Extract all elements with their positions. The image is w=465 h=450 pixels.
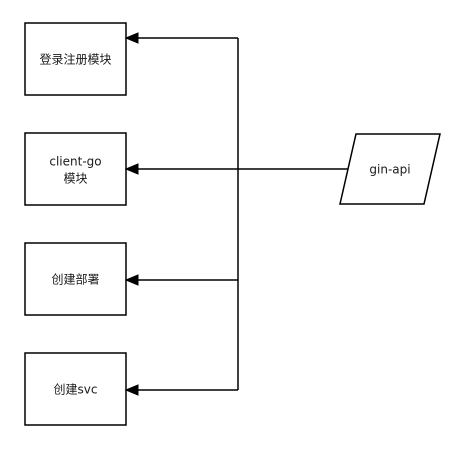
- node-create-deployment-label: 创建部署: [51, 272, 99, 287]
- node-gin-api-label: gin-api: [369, 163, 410, 177]
- node-create-svc-label: 创建svc: [54, 383, 98, 397]
- node-gin-api[interactable]: gin-api: [339, 133, 441, 205]
- node-login-module[interactable]: 登录注册模块: [24, 22, 127, 96]
- node-create-deployment[interactable]: 创建部署: [24, 242, 127, 316]
- node-create-svc[interactable]: 创建svc: [24, 352, 127, 426]
- arrowhead-client-go: [124, 163, 139, 175]
- node-login-module-label: 登录注册模块: [39, 52, 111, 67]
- arrowhead-login: [124, 32, 139, 44]
- arrowheads: [124, 32, 139, 396]
- node-client-go-label-line1: client-go: [49, 155, 101, 169]
- node-client-go-label-line2: 模块: [63, 172, 87, 186]
- node-client-go-module[interactable]: client-go 模块: [24, 132, 127, 206]
- arrowhead-svc: [124, 384, 139, 396]
- connector-lines: [136, 37, 348, 391]
- arrowhead-deploy: [124, 274, 139, 286]
